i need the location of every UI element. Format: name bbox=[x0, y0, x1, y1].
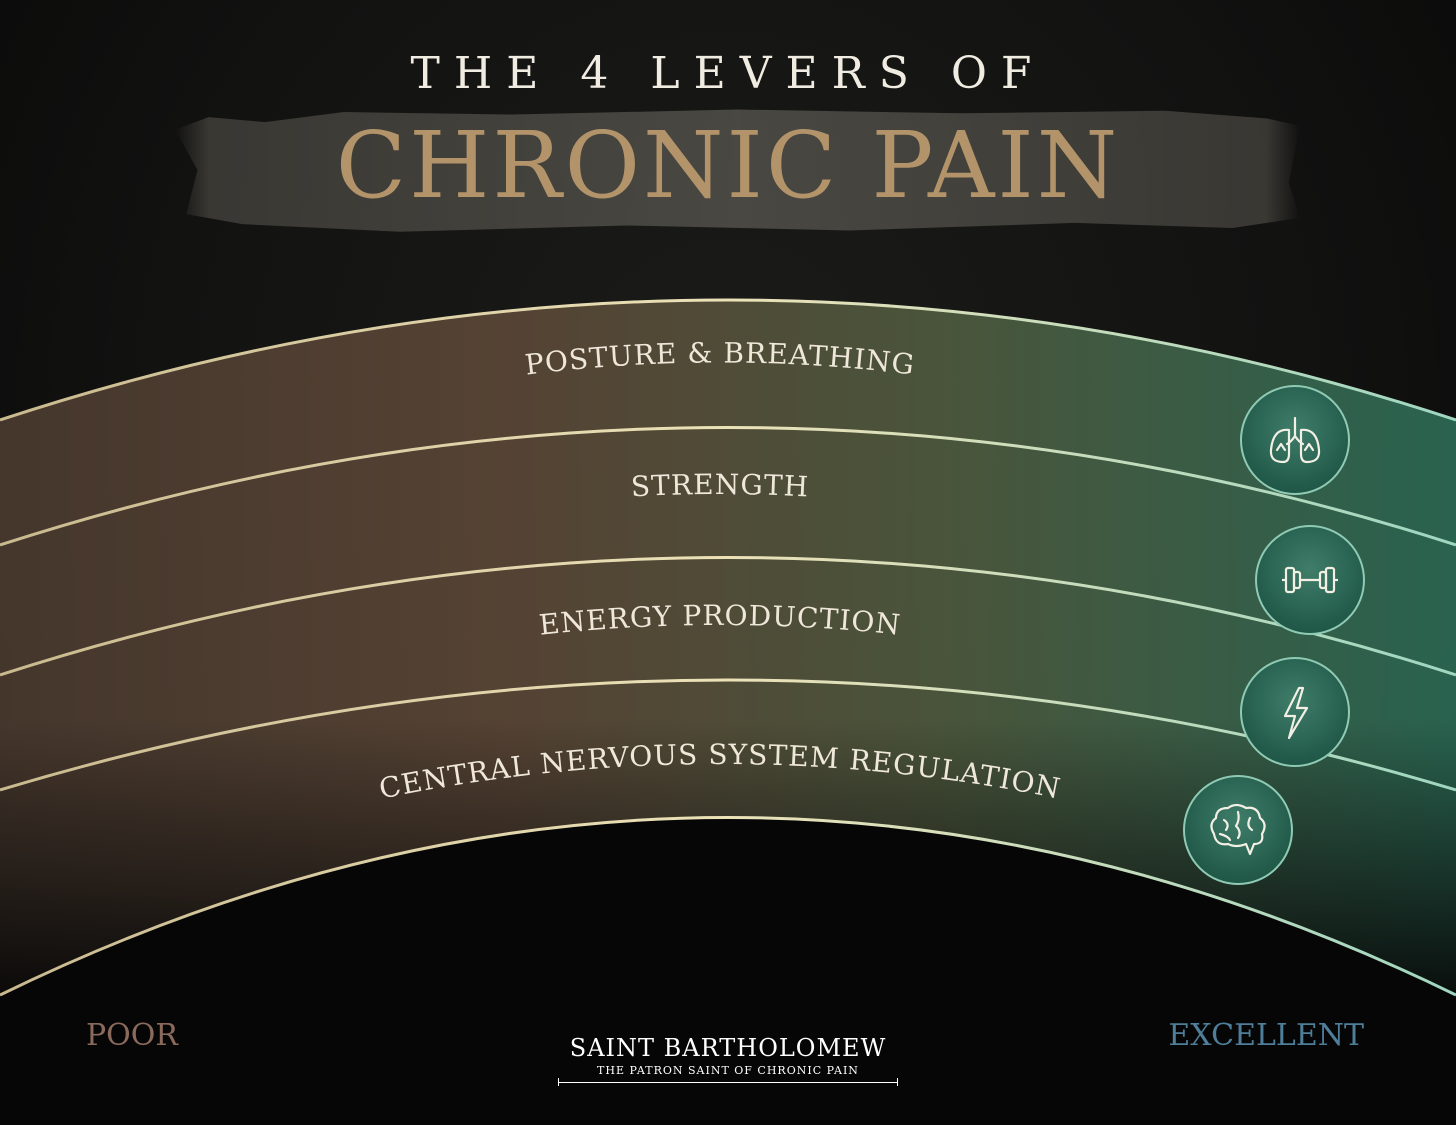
brand-logo: SAINT BARTHOLOMEW THE PATRON SAINT OF CH… bbox=[548, 1034, 908, 1086]
brand-tagline: THE PATRON SAINT OF CHRONIC PAIN bbox=[558, 1064, 898, 1086]
dumbbell-icon bbox=[1255, 525, 1365, 635]
scale-low-label: POOR bbox=[86, 1018, 178, 1053]
brain-icon bbox=[1183, 775, 1293, 885]
brand-name: SAINT BARTHOLOMEW bbox=[569, 1034, 887, 1062]
scale-high-label: EXCELLENT bbox=[1168, 1018, 1364, 1053]
lever-label-strength: STRENGTH bbox=[630, 468, 810, 503]
title-brush-stroke bbox=[175, 109, 1300, 232]
lightning-bolt-icon bbox=[1240, 657, 1350, 767]
inner-dome bbox=[0, 817, 1456, 1125]
pretitle: THE 4 LEVERS OF bbox=[410, 48, 1046, 99]
arc-divider-3 bbox=[0, 678, 1456, 792]
main-title: CHRONIC PAIN bbox=[335, 112, 1121, 219]
arc-divider-2 bbox=[0, 556, 1456, 677]
arc-divider-4 bbox=[0, 816, 1456, 997]
arc-outer bbox=[0, 298, 1456, 422]
lungs-icon bbox=[1240, 385, 1350, 495]
arc-divider-1 bbox=[0, 426, 1456, 547]
